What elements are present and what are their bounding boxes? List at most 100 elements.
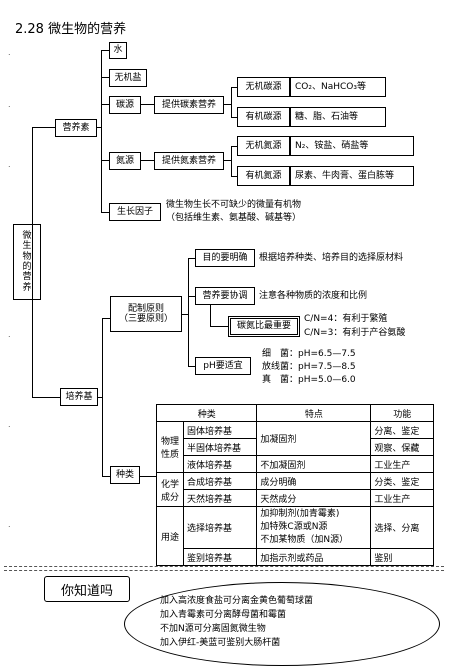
clear-purpose-box: 目的要明确 bbox=[195, 249, 255, 267]
group-usage: 用途 bbox=[156, 505, 184, 567]
ph-actinomycetes: 放线菌：pH=7.5—8.5 bbox=[262, 362, 356, 372]
organic-nitrogen-box: 有机氮源 bbox=[237, 166, 290, 186]
connector bbox=[101, 212, 109, 213]
clear-purpose-desc: 根据培养种类、培养目的选择原材料 bbox=[259, 253, 404, 263]
margin-mark: . bbox=[8, 330, 11, 339]
media-types-table: 种类 特点 功能 物理性质 固体培养基 加凝固剂 分离、鉴定 半固体培养基 观察… bbox=[155, 404, 434, 567]
table-cell: 固体培养基 bbox=[182, 421, 258, 439]
table-cell: 选择培养基 bbox=[182, 505, 258, 550]
table-cell: 加指示剂或药品 bbox=[256, 548, 372, 567]
table-cell: 半固体培养基 bbox=[182, 438, 258, 456]
cn-ratio-3: C/N=3：有利于产谷氨酸 bbox=[304, 328, 406, 338]
ph-box: pH要适宜 bbox=[195, 357, 251, 375]
tip-line: 加入高浓度食盐可分离金黄色葡萄球菌 bbox=[160, 596, 314, 606]
connector bbox=[182, 314, 188, 315]
table-cell: 加凝固剂 bbox=[256, 421, 372, 456]
cn-ratio-box: 碳氮比最重要 bbox=[228, 316, 300, 337]
did-you-know-ellipse bbox=[124, 582, 440, 666]
table-cell: 天然成分 bbox=[256, 489, 372, 507]
provide-carbon-box: 提供碳素营养 bbox=[154, 96, 224, 114]
connector bbox=[102, 318, 110, 319]
table-cell: 天然培养基 bbox=[182, 489, 258, 507]
group-chemical: 化学成分 bbox=[156, 472, 184, 507]
tip-line: 加入伊红-美蓝可鉴别大肠杆菌 bbox=[160, 638, 281, 648]
organic-carbon-box: 有机碳源 bbox=[237, 107, 290, 127]
connector bbox=[188, 296, 195, 297]
connector bbox=[101, 50, 109, 51]
table-cell: 鉴别培养基 bbox=[182, 548, 258, 567]
connector bbox=[231, 176, 237, 177]
table-row: 用途 选择培养基 加抑制剂(加青霉素) 加特殊C源或N源 不加某物质（加N源） … bbox=[156, 505, 434, 567]
cn-ratio-4: C/N=4：有利于繁殖 bbox=[304, 314, 388, 324]
connector bbox=[231, 87, 232, 117]
table-cell: 分类、鉴定 bbox=[370, 472, 434, 490]
table-cell: 成分明确 bbox=[256, 472, 372, 490]
connector bbox=[231, 146, 232, 176]
page-title: 2.28 微生物的营养 bbox=[15, 22, 127, 37]
connector bbox=[101, 160, 109, 161]
connector bbox=[210, 305, 211, 326]
principles-box: 配制原则 （三要原则） bbox=[110, 296, 182, 332]
group-physical: 物理性质 bbox=[156, 421, 184, 473]
margin-mark: . bbox=[8, 100, 11, 109]
nutrients-box: 营养素 bbox=[55, 119, 97, 137]
connector bbox=[32, 127, 56, 128]
selective-feature-2: 加特殊C源或N源 bbox=[260, 522, 328, 533]
table-cell: 合成培养基 bbox=[182, 472, 258, 490]
table-cell: 加抑制剂(加青霉素) 加特殊C源或N源 不加某物质（加N源） bbox=[256, 505, 372, 550]
selective-feature-3: 不加某物质（加N源） bbox=[260, 535, 349, 546]
connector bbox=[188, 258, 189, 366]
inorganic-salts-box: 无机盐 bbox=[109, 69, 147, 87]
table-header: 功能 bbox=[370, 404, 434, 422]
connector bbox=[224, 160, 231, 161]
connector bbox=[231, 146, 237, 147]
section-divider bbox=[4, 566, 444, 567]
connector bbox=[188, 258, 195, 259]
connector bbox=[32, 397, 60, 398]
connector bbox=[102, 318, 103, 476]
inorganic-nitrogen-examples: N₂、铵盐、硝盐等 bbox=[290, 136, 414, 156]
provide-nitrogen-box: 提供氮素营养 bbox=[154, 152, 224, 170]
organic-carbon-examples: 糖、脂、石油等 bbox=[290, 107, 386, 127]
ph-fungi: 真 菌：pH=5.0—6.0 bbox=[262, 375, 356, 385]
tip-line: 加入青霉素可分离酵母菌和霉菌 bbox=[160, 610, 287, 620]
connector bbox=[97, 127, 101, 128]
media-box: 培养基 bbox=[60, 388, 98, 406]
connector bbox=[141, 160, 154, 161]
table-cell: 工业生产 bbox=[370, 489, 434, 507]
balance-desc: 注意各种物质的浓度和比例 bbox=[259, 291, 368, 301]
water-box: 水 bbox=[109, 42, 127, 59]
connector bbox=[224, 104, 231, 105]
margin-mark: . bbox=[8, 420, 11, 429]
table-row: 液体培养基 不加凝固剂 工业生产 bbox=[157, 455, 434, 473]
carbon-source-box: 碳源 bbox=[109, 96, 141, 114]
principles-label: 配制原则 bbox=[127, 303, 164, 314]
ph-bacteria: 细 菌：pH=6.5—7.5 bbox=[262, 349, 356, 359]
selective-feature-1: 加抑制剂(加青霉素) bbox=[260, 509, 340, 519]
connector bbox=[210, 326, 228, 327]
inorganic-nitrogen-box: 无机氮源 bbox=[237, 136, 290, 156]
connector bbox=[231, 117, 237, 118]
connector bbox=[101, 77, 109, 78]
table-cell: 鉴别 bbox=[370, 548, 434, 567]
table-row: 化学成分 合成培养基 成分明确 分类、鉴定 bbox=[156, 472, 434, 507]
growth-factor-desc-2: （包括维生素、氨基酸、碱基等） bbox=[166, 213, 302, 223]
margin-mark: . bbox=[8, 48, 11, 57]
tip-line: 不加N源可分离固氮微生物 bbox=[160, 624, 266, 634]
principles-sub-label: （三要原则） bbox=[118, 314, 173, 324]
root-label: 微生物的营养 bbox=[22, 230, 32, 293]
connector bbox=[101, 50, 102, 212]
nitrogen-source-box: 氮源 bbox=[109, 152, 141, 170]
margin-mark: . bbox=[8, 520, 11, 529]
inorganic-carbon-box: 无机碳源 bbox=[237, 77, 290, 97]
connector bbox=[231, 87, 237, 88]
balance-box: 营养要协调 bbox=[195, 287, 255, 305]
growth-factor-box: 生长因子 bbox=[109, 203, 161, 221]
types-box: 种类 bbox=[110, 466, 140, 484]
table-cell: 观察、保藏 bbox=[370, 438, 434, 456]
table-header: 种类 bbox=[155, 404, 258, 422]
section-divider bbox=[4, 570, 444, 571]
connector bbox=[140, 476, 156, 477]
table-cell: 选择、分离 bbox=[370, 505, 434, 550]
table-header-row: 种类 特点 功能 bbox=[155, 404, 434, 422]
